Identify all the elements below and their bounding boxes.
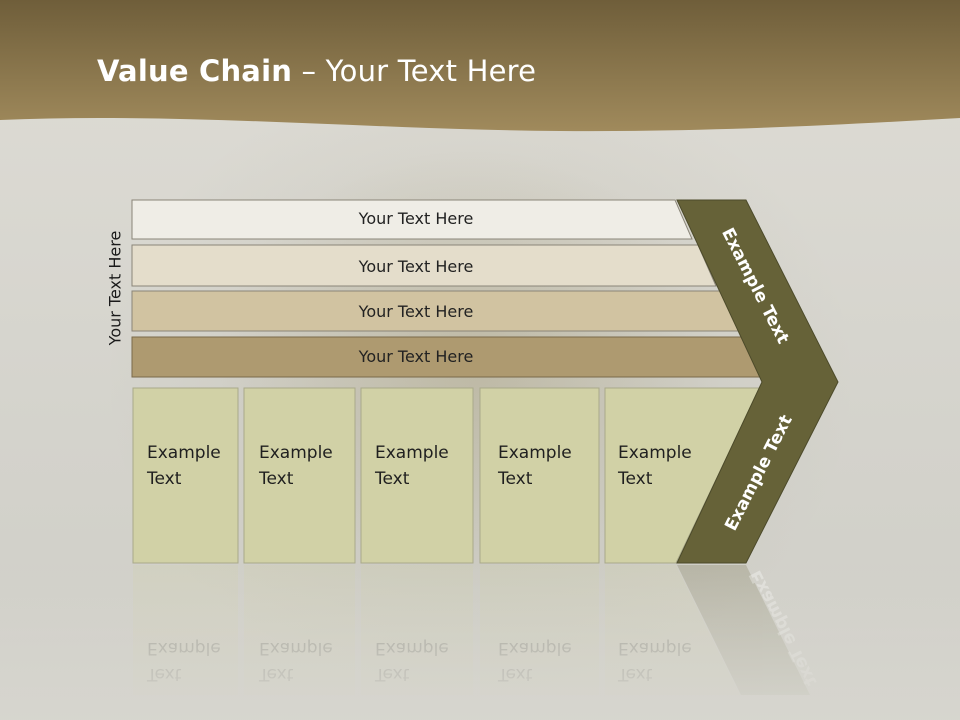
chevron-arrow [676, 199, 839, 564]
slide-title: Value Chain – Your Text Here [97, 54, 536, 88]
box-5 [604, 387, 761, 564]
title-bold: Value Chain [97, 54, 293, 88]
box-3 [360, 387, 474, 564]
bar-1 [131, 199, 693, 240]
bar-label-4: Your Text Here [358, 347, 474, 366]
title-rest: – Your Text Here [292, 54, 537, 88]
box-1 [132, 387, 239, 564]
bar-label-2: Your Text Here [358, 257, 474, 276]
box-2 [243, 387, 356, 564]
reflection-fade [0, 565, 960, 720]
bar-2 [131, 244, 717, 287]
header-banner [0, 0, 960, 132]
box-4 [479, 387, 600, 564]
bar-label-1: Your Text Here [358, 209, 474, 228]
bar-label-3: Your Text Here [358, 302, 474, 321]
